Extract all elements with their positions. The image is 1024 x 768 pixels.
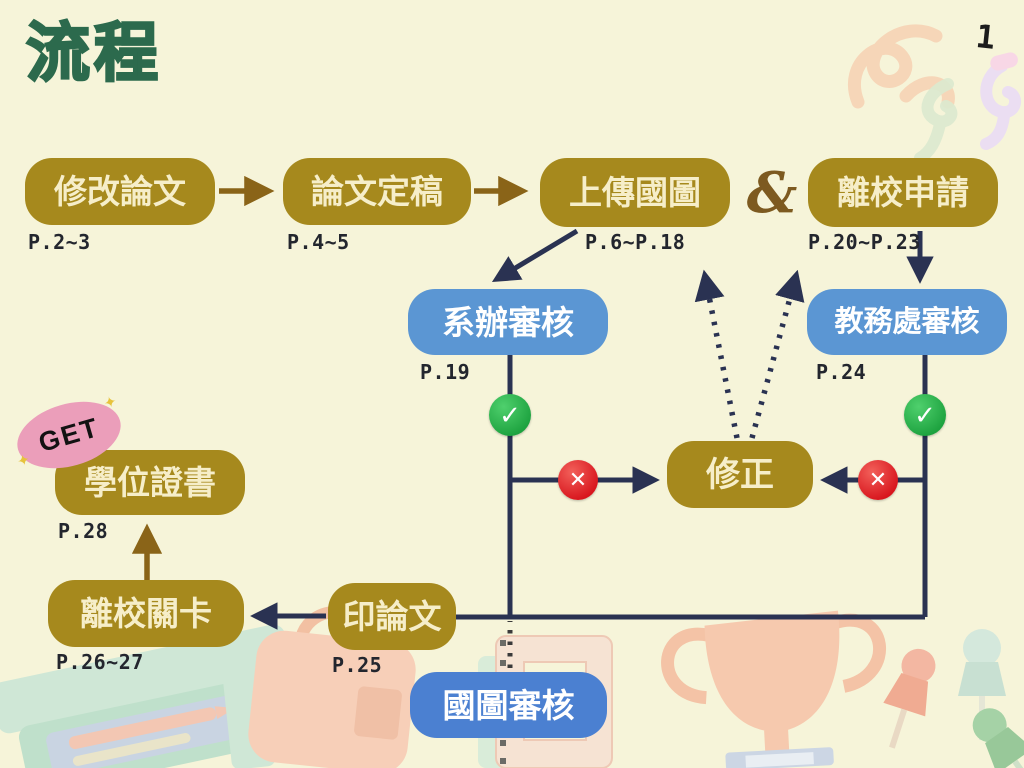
pushpin-peach-icon [883,648,936,749]
pages-revise-thesis: P.2~3 [28,230,91,254]
squiggle-peach-icon [847,24,955,109]
deco-pink-capsule [990,52,1018,71]
dotted-arrow-fix-to-leave [749,269,805,439]
approve-check-icon: ✓ [489,394,531,436]
pages-leave-checkpoint: P.26~27 [56,650,144,674]
page-title: 流程 [25,16,162,91]
ampersand: & [746,160,798,226]
pushpin-mint-icon [958,629,1006,740]
approve-check-icon: ✓ [904,394,946,436]
arrow-upload-to-dept-review [491,228,579,283]
pages-registrar-review: P.24 [816,360,867,384]
pages-finalize-thesis: P.4~5 [287,230,350,254]
node-revise-thesis: 修改論文 [25,158,215,225]
pushpin-green-icon [972,708,1024,768]
node-revision: 修正 [667,441,813,508]
node-upload-ncl: 上傳國圖 [540,158,730,227]
squiggle-green-icon [914,78,958,164]
node-finalize-thesis: 論文定稿 [283,158,471,225]
node-dept-office-review: 系辦審核 [408,289,608,355]
node-print-thesis: 印論文 [328,583,456,650]
pages-upload-ncl: P.6~P.18 [585,230,686,254]
node-ncl-review: 國圖審核 [410,672,607,738]
page-number: 1 [974,17,998,57]
dotted-arrow-fix-to-upload [694,269,740,439]
get-badge-label: GET [35,411,103,458]
reject-x-icon: ✕ [558,460,598,500]
pages-leave-application: P.20~P.23 [808,230,921,254]
trophy-icon [661,610,886,768]
node-registrar-review: 教務處審核 [807,289,1007,355]
reject-x-icon: ✕ [858,460,898,500]
node-leave-application: 離校申請 [808,158,998,227]
pages-dept-office-review: P.19 [420,360,471,384]
pages-print-thesis: P.25 [332,653,383,677]
pages-degree-certificate: P.28 [58,519,109,543]
node-leave-checkpoint: 離校關卡 [48,580,244,647]
squiggle-purple-icon [980,60,1022,150]
